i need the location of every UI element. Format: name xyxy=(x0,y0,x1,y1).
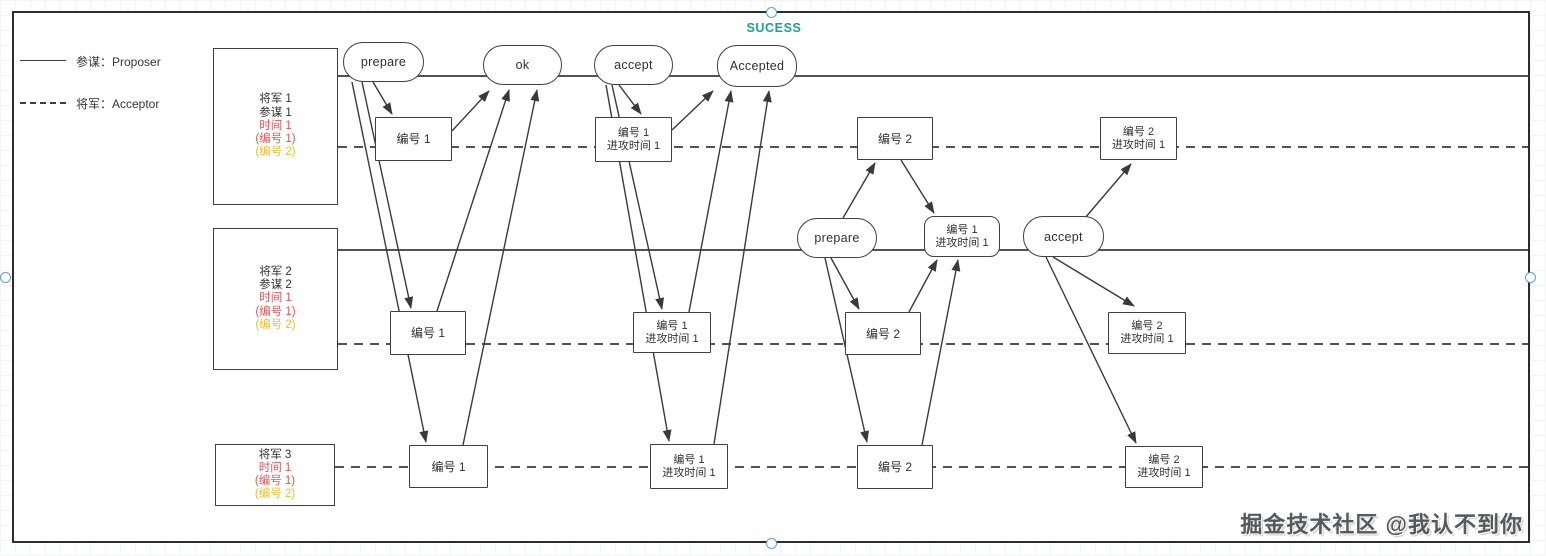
edge-prepare2-n2g2[interactable] xyxy=(830,257,860,310)
node-sublabel: 进攻时间 1 xyxy=(1120,333,1174,345)
node-n2g3[interactable]: 编号 2 xyxy=(857,445,933,489)
edge-n1t1g3-accepted1[interactable] xyxy=(713,90,772,445)
edge-n1t1g1-accepted1[interactable] xyxy=(671,90,714,131)
general-box-line: (编号 1) xyxy=(255,133,296,146)
edge-n2g3-okval2[interactable] xyxy=(921,259,961,446)
selection-handle-right[interactable] xyxy=(1525,272,1536,283)
legend-label-acceptor: 将军：Acceptor xyxy=(76,97,160,111)
node-ok1[interactable]: ok xyxy=(483,45,562,85)
watermark: 掘金技术社区 @我认不到你 xyxy=(1240,512,1523,537)
node-sublabel: 进攻时间 1 xyxy=(645,332,699,345)
general-box-line: 时间 1 xyxy=(259,119,292,132)
node-sublabel: 进攻时间 1 xyxy=(606,139,661,152)
node-label: 编号 2 xyxy=(877,460,912,474)
edge-accept2-n2t1g3[interactable] xyxy=(1045,256,1137,444)
legend-item-proposer[interactable]: 参谋：Proposer xyxy=(20,48,240,74)
general-box-line: 时间 1 xyxy=(259,292,292,305)
node-n1g3[interactable]: 编号 1 xyxy=(409,445,488,488)
node-sublabel: 进攻时间 1 xyxy=(1137,467,1191,479)
node-accept1[interactable]: accept xyxy=(594,45,673,85)
node-label: 编号 2 xyxy=(1122,125,1155,138)
node-accept2[interactable]: accept xyxy=(1023,216,1104,257)
node-label: 编号 2 xyxy=(1148,454,1180,466)
selection-handle-bottom[interactable] xyxy=(766,538,777,549)
general-box-line: (编号 1) xyxy=(254,475,296,487)
node-n1g1[interactable]: 编号 1 xyxy=(375,117,452,161)
node-n1g2[interactable]: 编号 1 xyxy=(390,311,466,355)
node-label: Accepted xyxy=(729,59,785,73)
node-n2g1[interactable]: 编号 2 xyxy=(857,117,933,160)
node-label: 编号 1 xyxy=(396,132,431,146)
edge-accept2-n2t1g1[interactable] xyxy=(1084,163,1132,219)
node-label: 编号 2 xyxy=(1131,320,1163,332)
general-box-line: 参谋 1 xyxy=(259,106,292,119)
edge-n1g1-ok1[interactable] xyxy=(451,90,490,132)
edge-accept1-n1t1g1[interactable] xyxy=(618,84,642,115)
general-box-line: 参谋 2 xyxy=(259,279,292,292)
edge-prepare1-n1g2[interactable] xyxy=(361,81,414,309)
general-box-line: 将军 1 xyxy=(259,93,292,106)
edge-prepare1-n1g1[interactable] xyxy=(372,81,393,115)
general-box-line: (编号 2) xyxy=(255,318,296,331)
solid-line-swatch xyxy=(20,60,66,61)
edge-n2g2-okval2[interactable] xyxy=(908,259,938,313)
node-label: 编号 2 xyxy=(865,326,900,341)
general-box-line: (编号 2) xyxy=(255,146,296,159)
legend-label-proposer: 参谋：Proposer xyxy=(76,55,161,69)
general-box-line: 时间 1 xyxy=(258,461,292,474)
node-label: accept xyxy=(1044,229,1083,244)
node-label: 编号 1 xyxy=(431,459,466,474)
selection-handle-top[interactable] xyxy=(766,7,777,18)
node-label: 编号 1 xyxy=(946,223,978,236)
node-label: 编号 1 xyxy=(617,126,650,139)
edge-prepare1-n1g3[interactable] xyxy=(351,81,429,443)
node-label: prepare xyxy=(814,231,860,245)
node-prepare2[interactable]: prepare xyxy=(797,218,877,258)
node-label: prepare xyxy=(360,55,407,69)
node-label: 编号 2 xyxy=(877,131,912,146)
general-box-line: (编号 1) xyxy=(255,305,296,318)
node-accepted1[interactable]: Accepted xyxy=(717,45,797,87)
node-n2g2[interactable]: 编号 2 xyxy=(845,312,921,355)
general-box-line: 将军 2 xyxy=(259,265,292,278)
edge-n1g3-ok1[interactable] xyxy=(462,89,540,446)
node-label: ok xyxy=(515,58,530,72)
legend-item-acceptor[interactable]: 将军：Acceptor xyxy=(20,90,240,116)
node-sublabel: 进攻时间 1 xyxy=(935,236,989,249)
diagram-title[interactable]: SUCESS xyxy=(746,21,802,35)
general-box-line: (编号 2) xyxy=(254,488,296,501)
node-label: 编号 1 xyxy=(656,319,688,332)
node-label: accept xyxy=(614,58,653,72)
edge-n1g2-ok1[interactable] xyxy=(436,89,510,312)
general-box-line: 将军 3 xyxy=(258,448,292,461)
node-label: 编号 1 xyxy=(673,453,705,466)
legend: 参谋：Proposer 将军：Acceptor xyxy=(20,48,240,132)
edge-n1t1g2-accepted1[interactable] xyxy=(688,90,734,313)
node-label: 编号 1 xyxy=(410,326,445,340)
edge-prepare2-n2g1[interactable] xyxy=(842,162,876,219)
node-sublabel: 进攻时间 1 xyxy=(1111,138,1166,151)
edge-n2g1-okval2[interactable] xyxy=(900,159,935,214)
node-prepare1[interactable]: prepare xyxy=(343,42,424,82)
dashed-line-swatch xyxy=(20,102,66,104)
edge-accept2-n2t1g2[interactable] xyxy=(1052,256,1135,307)
node-sublabel: 进攻时间 1 xyxy=(662,466,716,479)
selection-handle-left[interactable] xyxy=(0,272,11,283)
